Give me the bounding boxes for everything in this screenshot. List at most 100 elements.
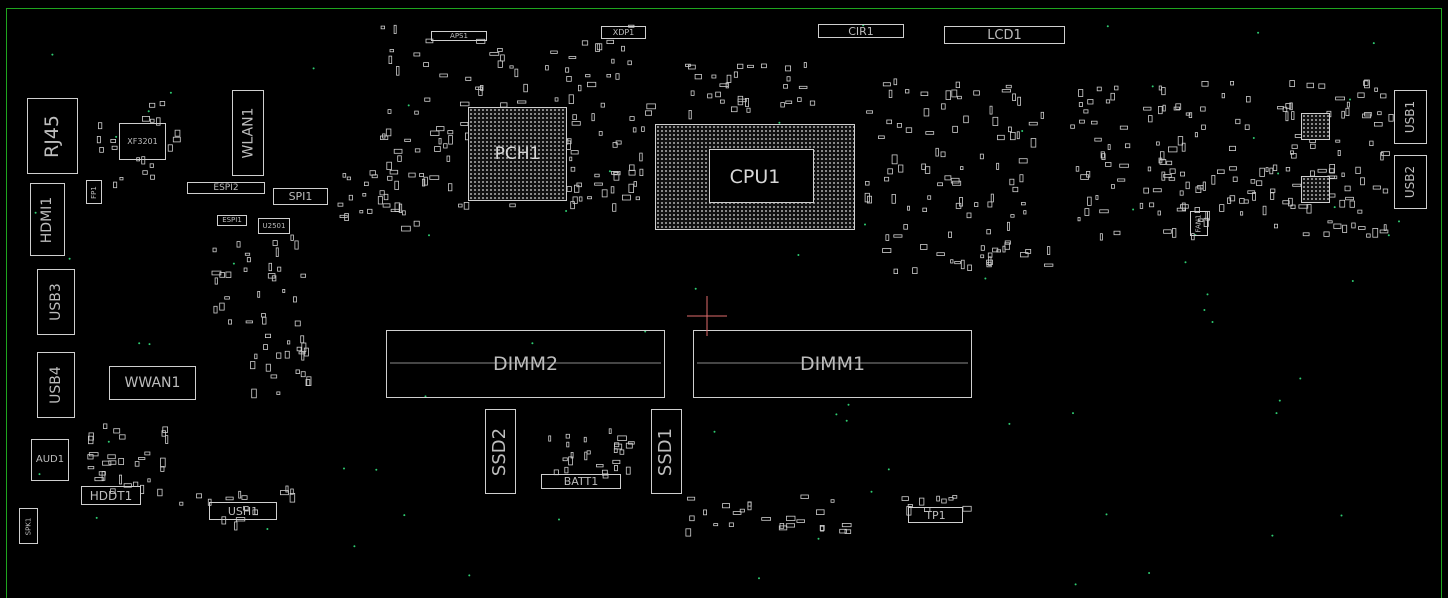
aps1-header[interactable]: APS1 — [431, 31, 487, 41]
lcd1-connector[interactable]: LCD1 — [944, 26, 1065, 44]
passive-component — [1285, 166, 1291, 172]
rj45-connector[interactable]: RJ45 — [27, 98, 78, 174]
cpu1-die — [709, 149, 814, 203]
passive-component — [608, 428, 612, 434]
passive-component — [937, 182, 943, 187]
usb2-connector[interactable]: USB2 — [1394, 155, 1427, 209]
spk1-connector[interactable]: SPK1 — [19, 508, 38, 544]
spi1-header[interactable]: SPI1 — [273, 188, 328, 205]
usb1-connector[interactable]: USB1 — [1394, 90, 1427, 144]
u2501-chip[interactable]: U2501 — [258, 218, 290, 234]
passive-component — [359, 210, 364, 214]
wwan1-slot[interactable]: WWAN1 — [109, 366, 196, 400]
passive-component — [394, 180, 399, 190]
passive-component — [225, 496, 234, 501]
passive-component — [737, 98, 747, 103]
aud1-connector[interactable]: AUD1 — [31, 439, 69, 481]
hddt1-connector[interactable]: HDDT1 — [81, 486, 141, 505]
passive-component — [997, 134, 1005, 141]
passive-component — [922, 207, 927, 213]
passive-component — [619, 449, 625, 455]
passive-component — [1377, 111, 1382, 116]
dimm1-slot[interactable]: DIMM1 — [693, 330, 972, 398]
passive-component — [284, 350, 290, 359]
passive-component — [545, 65, 549, 71]
passive-component — [646, 103, 656, 110]
hdmi1-connector[interactable]: HDMI1 — [30, 183, 65, 256]
passive-component — [800, 494, 809, 499]
ic-right-1[interactable] — [1301, 113, 1330, 140]
lcd1-label: LCD1 — [987, 27, 1022, 43]
via — [51, 53, 54, 56]
passive-component — [896, 123, 902, 128]
passive-component — [348, 194, 353, 201]
usbh1-connector[interactable]: USH1 — [209, 502, 277, 520]
passive-component — [1010, 131, 1016, 141]
passive-component — [761, 517, 772, 521]
hddt1-label: HDDT1 — [89, 488, 133, 503]
passive-component — [147, 478, 151, 483]
passive-component — [367, 208, 373, 214]
u2501-label: U2501 — [262, 221, 286, 230]
via — [107, 440, 110, 443]
passive-component — [1158, 85, 1162, 91]
cpu1-chip[interactable]: CPU1 — [655, 124, 855, 230]
passive-component — [613, 170, 621, 176]
via — [778, 121, 781, 124]
passive-component — [1023, 210, 1027, 215]
xdp1-header[interactable]: XDP1 — [601, 26, 646, 39]
espi1-header[interactable]: ESPI1 — [217, 215, 247, 226]
passive-component — [369, 170, 376, 176]
passive-component — [621, 45, 625, 52]
espi2-header[interactable]: ESPI2 — [187, 182, 265, 194]
passive-component — [955, 202, 962, 209]
passive-component — [761, 63, 767, 69]
wlan1-slot[interactable]: WLAN1 — [232, 90, 264, 176]
batt1-connector[interactable]: BATT1 — [541, 474, 621, 489]
passive-component — [389, 169, 399, 175]
espi2-label: ESPI2 — [213, 182, 239, 193]
ssd2-slot[interactable]: SSD2 — [485, 409, 516, 494]
xf3201-chip[interactable]: XF3201 — [119, 123, 166, 160]
passive-component — [1344, 185, 1351, 192]
tp1-connector[interactable]: TP1 — [908, 507, 963, 523]
passive-component — [722, 503, 730, 509]
passive-component — [1157, 210, 1161, 216]
passive-component — [783, 84, 788, 89]
cir1-connector[interactable]: CIR1 — [818, 24, 904, 38]
usb1-label: USB1 — [1403, 100, 1418, 134]
passive-component — [988, 256, 992, 266]
via — [608, 170, 611, 173]
passive-component — [1094, 137, 1102, 142]
passive-component — [1078, 89, 1084, 97]
passive-component — [1012, 93, 1016, 102]
passive-component — [1337, 149, 1341, 156]
passive-component — [1147, 166, 1152, 172]
passive-component — [803, 62, 807, 68]
passive-component — [921, 163, 927, 170]
passive-component — [569, 156, 573, 162]
passive-component — [1168, 146, 1178, 153]
passive-component — [179, 501, 184, 506]
via — [407, 104, 410, 107]
passive-component — [1070, 124, 1075, 129]
ic-right-2[interactable] — [1301, 176, 1330, 203]
passive-component — [160, 466, 165, 472]
usb4-connector[interactable]: USB4 — [37, 352, 75, 418]
passive-component — [111, 145, 118, 150]
fp1-connector[interactable]: FP1 — [86, 180, 102, 204]
ssd1-slot[interactable]: SSD1 — [651, 409, 682, 494]
passive-component — [88, 452, 99, 457]
passive-component — [645, 110, 652, 116]
pch1-chip[interactable]: PCH1 — [468, 107, 567, 201]
passive-component — [1111, 184, 1115, 189]
passive-component — [885, 234, 890, 241]
passive-component — [1357, 209, 1363, 214]
dimm2-slot[interactable]: DIMM2 — [386, 330, 665, 398]
usb3-connector[interactable]: USB3 — [37, 269, 75, 335]
via — [138, 342, 141, 345]
fan1-connector[interactable]: FAN1 — [1190, 211, 1208, 236]
via — [468, 574, 471, 577]
passive-component — [1372, 227, 1379, 238]
